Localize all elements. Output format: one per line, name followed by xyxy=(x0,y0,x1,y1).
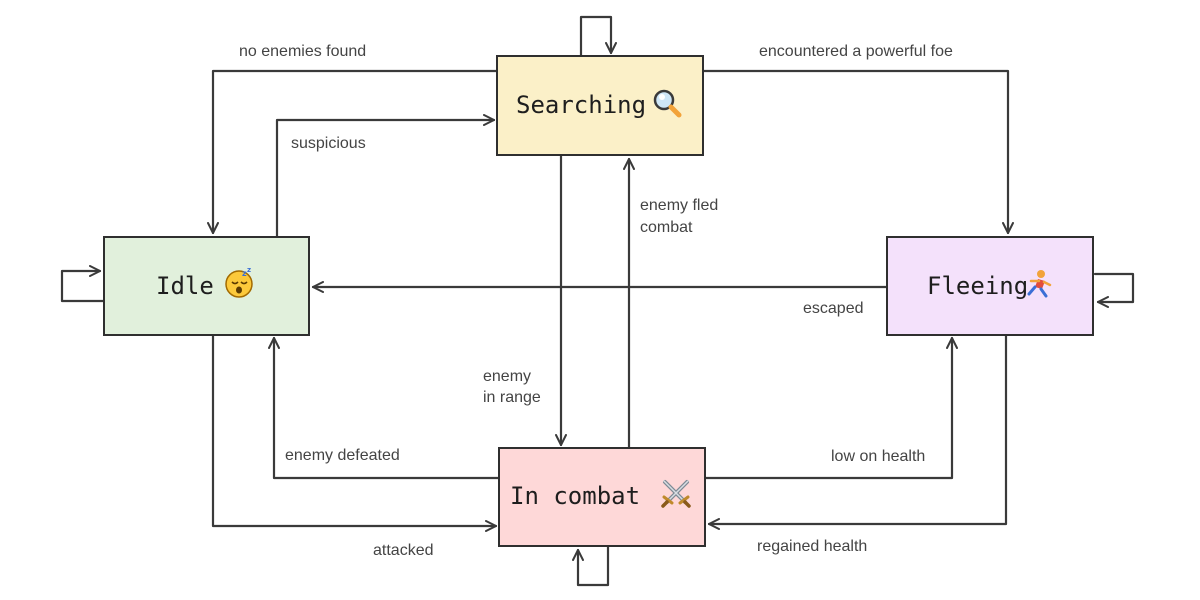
edge-attacked xyxy=(211,334,498,532)
svg-text:z: z xyxy=(247,266,251,274)
edge-label-enemy-defeated: enemy defeated xyxy=(285,447,400,464)
edge-label-regained-health: regained health xyxy=(757,538,867,555)
edge-label-attacked: attacked xyxy=(373,542,433,559)
self-loop-searching xyxy=(579,15,617,57)
edge-label-enemy-fled-1: enemy fled xyxy=(640,197,718,214)
node-label-fleeing: Fleeing xyxy=(927,272,1028,300)
edge-low-on-health xyxy=(704,336,958,480)
state-node-idle[interactable]: Idle z z xyxy=(103,236,310,336)
edge-regained-health xyxy=(707,334,1008,530)
edge-label-enemy-in-range-1: enemy xyxy=(483,368,531,385)
edge-label-low-on-health: low on health xyxy=(831,448,925,465)
crossed-swords-icon xyxy=(661,480,691,508)
self-loop-idle xyxy=(60,265,105,303)
node-box-fleeing xyxy=(886,236,1094,336)
edge-label-suspicious: suspicious xyxy=(291,135,366,152)
edge-label-encountered-foe: encountered a powerful foe xyxy=(759,43,953,60)
edge-encountered-foe xyxy=(701,69,1014,235)
node-label-idle: Idle xyxy=(156,272,214,300)
edge-label-enemy-fled-2: combat xyxy=(640,219,693,236)
node-label-in-combat: In combat xyxy=(510,482,640,510)
svg-text:z: z xyxy=(242,269,247,278)
edge-suspicious xyxy=(275,114,496,238)
self-loop-fleeing xyxy=(1093,272,1135,308)
state-node-fleeing[interactable]: Fleeing xyxy=(886,236,1094,336)
edge-label-escaped: escaped xyxy=(803,300,864,317)
node-box-idle xyxy=(103,236,310,336)
edge-enemy-defeated xyxy=(268,336,501,480)
state-node-in-combat[interactable]: In combat xyxy=(498,447,706,547)
sleeping-face-icon: z z xyxy=(225,266,253,298)
edge-no-enemies-found xyxy=(207,69,499,235)
state-node-searching[interactable]: Searching xyxy=(496,55,704,156)
edge-label-enemy-in-range-2: in range xyxy=(483,389,541,406)
edge-label-no-enemies-found: no enemies found xyxy=(239,43,366,60)
self-loop-combat xyxy=(572,545,610,587)
node-label-searching: Searching xyxy=(516,91,646,119)
magnifying-glass-icon xyxy=(653,89,682,118)
running-person-icon xyxy=(1027,270,1052,298)
